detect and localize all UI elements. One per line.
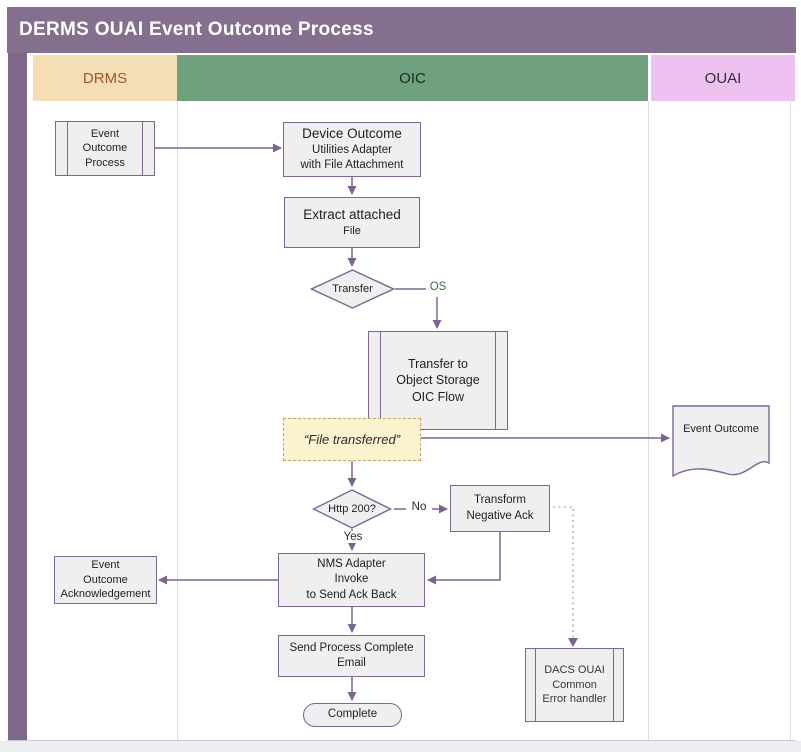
edge-label-no: No — [406, 501, 432, 513]
node-text-line: Error handler — [542, 693, 607, 706]
left-accent-bar — [8, 53, 27, 740]
node-transfer-decision: Transfer — [310, 269, 395, 309]
node-text-line: NMS Adapter — [317, 558, 386, 571]
node-file-transferred-note: “File transferred” — [283, 418, 421, 461]
edge-errorhandler-arrowhead — [568, 638, 578, 647]
node-dacs-ouai-error-handler: DACS OUAI Common Error handler — [525, 648, 624, 722]
node-transfer-to-object-storage: Transfer to Object Storage OIC Flow — [368, 331, 508, 430]
node-text-line: Invoke — [334, 573, 369, 586]
lane-header-ouai: OUAI — [651, 55, 795, 101]
lane-divider-oic-ouai — [648, 101, 649, 740]
node-text-line: with File Attachment — [300, 159, 404, 172]
diagram-title: DERMS OUAI Event Outcome Process — [7, 7, 796, 53]
node-text-line: Acknowledgement — [60, 588, 151, 601]
node-event-outcome-document: Event Outcome — [672, 405, 770, 481]
edge-transform-to-errorhandler-dotted — [553, 506, 574, 638]
node-text-line: Outcome — [82, 142, 128, 155]
diamond-shape — [312, 489, 392, 529]
node-extract-attached-file: Extract attached File — [284, 197, 420, 248]
node-text-line: Process — [85, 156, 125, 169]
node-text-line: Device Outcome — [302, 126, 402, 142]
node-event-outcome-acknowledgement: Event Outcome Acknowledgement — [54, 556, 157, 604]
note-text: “File transferred” — [303, 432, 401, 447]
page-bottom-strip — [0, 741, 801, 752]
node-text-line: DACS OUAI — [544, 664, 605, 677]
node-text-line: Transfer — [332, 282, 373, 295]
node-http-200-decision: Http 200? — [312, 489, 392, 529]
node-text-line: Common — [552, 678, 597, 691]
edge-label-os: OS — [426, 281, 450, 293]
diamond-shape — [310, 269, 395, 309]
node-text-line: Event — [683, 422, 712, 435]
node-text-line: Http 200? — [328, 502, 376, 515]
node-text-line: Outcome — [714, 422, 759, 435]
node-text-block: Event Outcome — [672, 422, 770, 437]
edge-transform-to-nms — [427, 532, 501, 585]
node-text-line: Event — [90, 127, 120, 140]
node-send-process-complete-email: Send Process Complete Email — [278, 635, 425, 677]
node-text-line: Transfer to — [408, 356, 468, 371]
edge-label-yes: Yes — [337, 531, 369, 543]
node-text-line: Complete — [327, 708, 378, 721]
node-complete-terminator: Complete — [303, 703, 402, 727]
node-text-line: Outcome — [83, 573, 128, 586]
node-text-line: Send Process Complete — [289, 641, 414, 654]
lane-header-drms: DRMS — [33, 55, 177, 101]
lane-header-oic: OIC — [177, 55, 648, 101]
node-transform-negative-ack: Transform Negative Ack — [450, 485, 550, 532]
lane-right-border — [790, 101, 791, 740]
node-nms-adapter-invoke: NMS Adapter Invoke to Send Ack Back — [278, 553, 425, 607]
node-text-line: File — [343, 225, 361, 238]
lane-divider-drms-oic — [177, 101, 178, 740]
node-text-line: Transform — [474, 494, 526, 507]
node-text-line: Utilities Adapter — [312, 144, 392, 157]
node-text-line: Extract attached — [303, 207, 401, 223]
node-text-line: Event — [91, 559, 120, 572]
node-device-outcome-utilities-adapter: Device Outcome Utilities Adapter with Fi… — [283, 122, 421, 177]
diagram-bottom-border — [7, 740, 796, 741]
node-text-line: Object Storage — [396, 373, 480, 388]
node-text-line: OIC Flow — [411, 389, 465, 404]
node-text-line: Email — [337, 657, 366, 669]
document-shape — [672, 405, 770, 478]
node-event-outcome-process: Event Outcome Process — [55, 121, 155, 176]
node-text-line: to Send Ack Back — [306, 588, 397, 601]
node-text-line: Negative Ack — [466, 509, 534, 522]
